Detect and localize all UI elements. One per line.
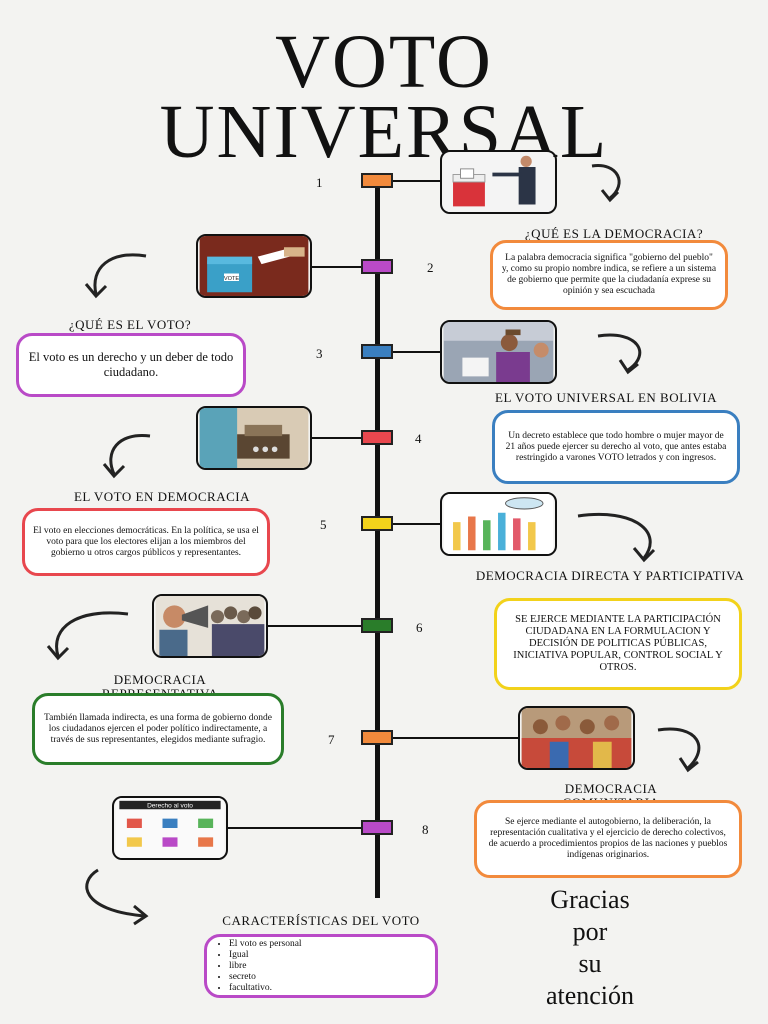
timeline-node-4 (361, 430, 393, 445)
title-line-1: VOTO (275, 20, 493, 104)
photo-derecho-al-voto-infographic: Derecho al voto (112, 796, 228, 860)
timeline-node-8 (361, 820, 393, 835)
timeline-spine (375, 183, 380, 898)
step-number-3: 3 (316, 346, 323, 361)
infographic-title: Derecho al voto (147, 802, 193, 809)
photo-ballot-box-voter (440, 150, 557, 214)
curved-arrow-icon-6 (36, 606, 132, 662)
photo-indigenous-voter (440, 320, 557, 384)
heading-que-es-la-democracia: ¿QUÉ ES LA DEMOCRACIA? (524, 226, 704, 241)
list-item: Igual (229, 950, 302, 961)
timeline-node-5 (361, 516, 393, 531)
photo-crowd-megaphone (152, 594, 268, 658)
connector-2 (310, 266, 376, 268)
info-box-democracia-representativa: También llamada indirecta, es una forma … (32, 693, 284, 765)
connector-1 (380, 180, 442, 182)
connector-7 (380, 737, 520, 739)
timeline-node-1 (361, 173, 393, 188)
info-box-caracteristicas-del-voto: El voto es personal Igual libre secreto … (204, 934, 438, 998)
timeline-node-7 (361, 730, 393, 745)
heading-voto-universal-bolivia: EL VOTO UNIVERSAL EN BOLIVIA (495, 390, 717, 405)
connector-6 (266, 625, 376, 627)
title-line-2: UNIVERSAL (159, 90, 609, 174)
info-box-democracia-directa: SE EJERCE MEDIANTE LA PARTICIPACIÓN CIUD… (494, 598, 742, 690)
curved-arrow-icon-3 (594, 330, 652, 376)
info-box-democracia-comunitaria: Se ejerce mediante el autogobierno, la d… (474, 800, 742, 878)
thanks-line-3: su (578, 949, 602, 978)
heading-que-es-el-voto: ¿QUÉ ES EL VOTO? (68, 317, 192, 332)
heading-democracia-directa: DEMOCRACIA DIRECTA Y PARTICIPATIVA (475, 568, 745, 583)
step-number-7: 7 (328, 732, 335, 747)
curved-arrow-icon-4 (98, 430, 154, 480)
list-item: libre (229, 961, 302, 972)
page-title: VOTO UNIVERSAL (0, 20, 768, 174)
thanks-line-2: por (572, 917, 608, 946)
ballot-label: VOTE (224, 276, 240, 282)
heading-caracteristicas-del-voto: CARACTERÍSTICAS DEL VOTO (222, 913, 420, 928)
photo-typewriter (196, 406, 312, 470)
info-box-voto-en-democracia: El voto en elecciones democráticas. En l… (22, 508, 270, 576)
step-number-2: 2 (427, 260, 434, 275)
curved-arrow-icon-8 (74, 866, 154, 926)
list-item: secreto (229, 972, 302, 983)
connector-3 (380, 351, 442, 353)
list-item: El voto es personal (229, 939, 302, 950)
curved-arrow-icon-5 (574, 508, 666, 564)
step-number-1: 1 (316, 175, 323, 190)
curved-arrow-icon-7 (654, 724, 710, 774)
curved-arrow-icon-2 (80, 250, 150, 300)
step-number-8: 8 (422, 822, 429, 837)
info-box-que-es-el-voto: El voto es un derecho y un deber de todo… (16, 333, 246, 397)
step-number-6: 6 (416, 620, 423, 635)
connector-5 (380, 523, 442, 525)
thanks-message: Gracias por su atención (508, 884, 672, 1012)
info-box-voto-universal-bolivia: Un decreto establece que todo hombre o m… (492, 410, 740, 484)
step-number-4: 4 (415, 431, 422, 446)
thanks-line-4: atención (545, 981, 635, 1010)
connector-4 (310, 437, 376, 439)
list-item: facultativo. (229, 983, 302, 994)
timeline-node-2 (361, 259, 393, 274)
timeline-node-6 (361, 618, 393, 633)
characteristics-list: El voto es personal Igual libre secreto … (215, 939, 302, 994)
connector-8 (228, 827, 376, 829)
photo-raised-hands (440, 492, 557, 556)
heading-voto-en-democracia: EL VOTO EN DEMOCRACIA (73, 489, 250, 504)
curved-arrow-icon-1 (588, 160, 628, 206)
step-number-5: 5 (320, 517, 327, 532)
thanks-line-1: Gracias (550, 885, 630, 914)
photo-community-crowd (518, 706, 635, 770)
timeline-node-3 (361, 344, 393, 359)
info-box-que-es-la-democracia: La palabra democracia significa "gobiern… (490, 240, 728, 310)
photo-ballot-box-vote: VOTE (196, 234, 312, 298)
